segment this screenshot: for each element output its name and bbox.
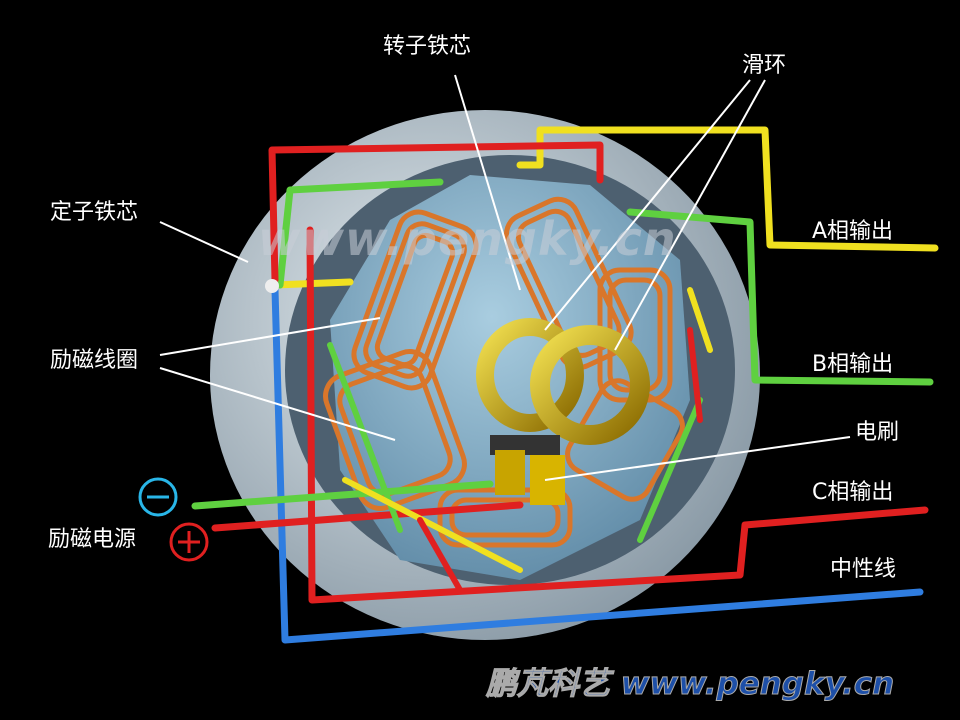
label-slip-ring: 滑环 xyxy=(742,53,787,78)
positive-symbol xyxy=(169,522,209,562)
field-positive-wire xyxy=(211,501,524,532)
coil-lead-yellow xyxy=(342,287,713,573)
negative-symbol xyxy=(138,477,178,517)
field-coils xyxy=(323,196,685,548)
rotor-core xyxy=(330,175,690,580)
label-phase-b: B相输出 xyxy=(812,352,894,377)
label-stator-core: 定子铁芯 xyxy=(50,200,139,225)
field-coil xyxy=(351,209,479,391)
label-brush: 电刷 xyxy=(855,420,900,445)
neutral-junction xyxy=(265,279,279,293)
label-field-source: 励磁电源 xyxy=(48,527,137,552)
watermark: www.pengky.cn xyxy=(258,212,677,266)
leader-lines xyxy=(159,74,851,481)
coil-lead-red xyxy=(417,327,703,593)
label-rotor-core: 转子铁芯 xyxy=(383,34,472,59)
field-negative-wire xyxy=(191,480,494,510)
neutral-wire xyxy=(271,286,924,644)
phase-c-wire xyxy=(268,141,929,604)
brand-logo: 鹏芃科艺 www.pengky.cn xyxy=(485,666,895,703)
label-phase-a: A相输出 xyxy=(812,219,894,244)
label-field-coil: 励磁线圈 xyxy=(50,348,139,373)
label-phase-c: C相输出 xyxy=(812,480,894,505)
slip-rings xyxy=(476,318,650,445)
label-neutral: 中性线 xyxy=(830,557,897,582)
brushes xyxy=(490,435,565,505)
field-coil xyxy=(323,349,467,511)
